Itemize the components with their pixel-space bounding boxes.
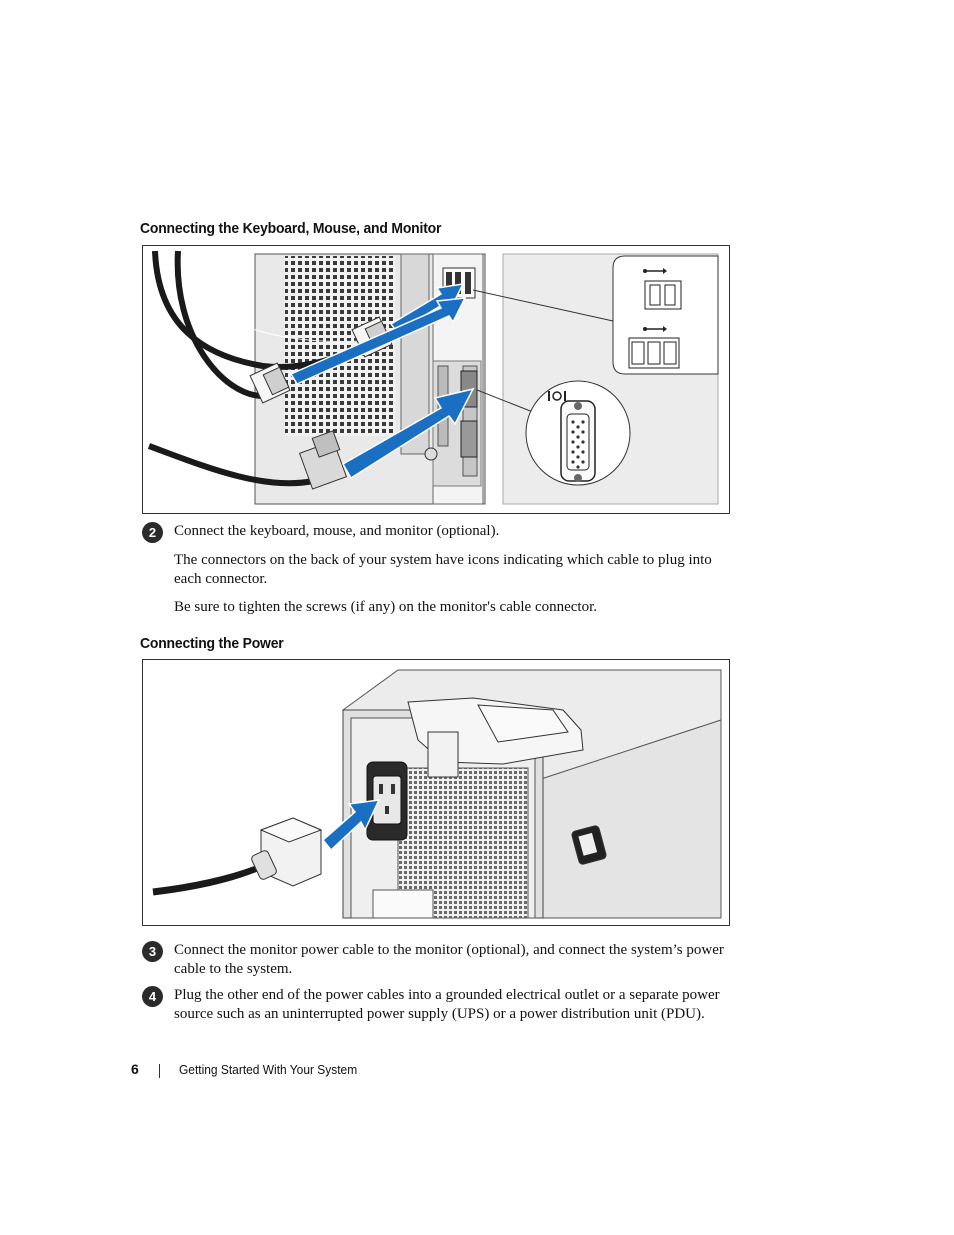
step-number-badge: 3 <box>142 941 163 962</box>
section-heading-keyboard-mouse-monitor: Connecting the Keyboard, Mouse, and Moni… <box>140 220 442 237</box>
arrow-monitor-icon <box>341 387 475 480</box>
step-number-badge: 4 <box>142 986 163 1007</box>
step-4-instruction: Plug the other end of the power cables i… <box>174 987 720 1022</box>
monitor-cable <box>147 443 314 487</box>
arrow-mouse-icon <box>289 297 467 385</box>
figure-power-connection <box>142 659 730 926</box>
section-heading-power: Connecting the Power <box>140 635 284 652</box>
usb-port-callout <box>612 255 719 375</box>
arrow-power-icon <box>321 799 381 852</box>
mouse-cable <box>174 250 264 399</box>
usb-icon <box>643 268 667 274</box>
step-3-instruction: Connect the monitor power cable to the m… <box>174 942 724 977</box>
footer-separator <box>159 1064 160 1078</box>
power-plug <box>251 817 323 887</box>
page-number: 6 <box>131 1061 139 1077</box>
footer-document-title: Getting Started With Your System <box>179 1062 358 1077</box>
mouse-usb-connector <box>249 362 291 404</box>
vga-port-callout <box>525 380 631 486</box>
step-number-badge: 2 <box>142 522 163 543</box>
figure-keyboard-mouse-monitor <box>142 245 730 514</box>
system-chassis-side <box>341 669 722 919</box>
video-icon <box>548 391 566 401</box>
step-2-note-connectors: The connectors on the back of your syste… <box>174 552 712 587</box>
step-2-instruction: Connect the keyboard, mouse, and monitor… <box>174 523 500 539</box>
power-inlet-socket <box>366 761 408 841</box>
vga-cable-connector <box>298 430 348 490</box>
step-2-note-screws: Be sure to tighten the screws (if any) o… <box>174 599 597 615</box>
usb-icon <box>643 326 667 332</box>
